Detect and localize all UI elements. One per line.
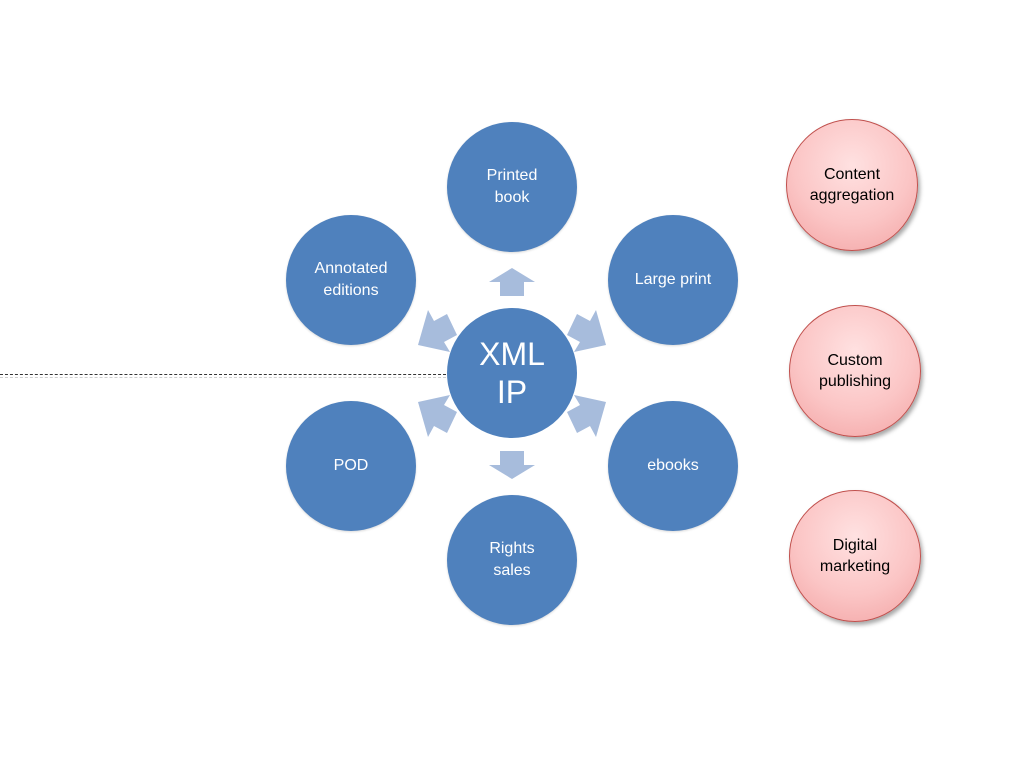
node-label: Printed book	[486, 167, 538, 206]
node-annotated-editions: Annotated editions	[286, 215, 416, 345]
arrow-up	[489, 268, 535, 296]
opportunity-content-aggregation: Content aggregation	[786, 119, 918, 251]
center-node-label: XML IP	[479, 336, 545, 410]
opportunity-custom-publishing: Custom publishing	[789, 305, 921, 437]
node-label: Annotated editions	[314, 260, 388, 299]
node-pod: POD	[286, 401, 416, 531]
node-label: POD	[333, 457, 369, 474]
opportunity-digital-marketing: Digital marketing	[789, 490, 921, 622]
node-large-print: Large print	[608, 215, 738, 345]
arrow-upper-left	[418, 310, 457, 352]
node-label: Rights sales	[489, 540, 535, 579]
dashed-divider-line	[0, 374, 446, 378]
arrow-lower-left	[418, 395, 457, 437]
arrow-down	[489, 451, 535, 479]
opportunity-label: Custom publishing	[818, 352, 892, 390]
arrow-lower-right	[567, 395, 606, 437]
opportunity-label: Content aggregation	[809, 166, 895, 204]
node-printed-book: Printed book	[447, 122, 577, 252]
node-rights-sales: Rights sales	[447, 495, 577, 625]
arrow-upper-right	[567, 310, 606, 352]
center-node-xml-ip: XML IP	[447, 308, 577, 438]
node-ebooks: ebooks	[608, 401, 738, 531]
node-label: ebooks	[647, 457, 699, 474]
node-label: Large print	[634, 271, 712, 288]
opportunity-label: Digital marketing	[819, 537, 891, 575]
